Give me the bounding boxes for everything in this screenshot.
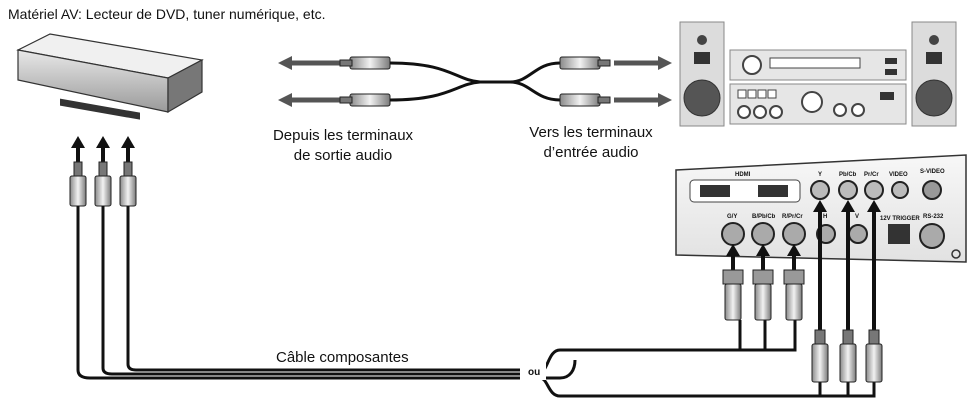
component-source-plugs — [69, 161, 137, 207]
rca-plugs — [811, 200, 883, 383]
bpb-label: B/Pb/Cb — [752, 214, 776, 220]
component-cable-label: Câble composantes — [276, 349, 409, 366]
pb-label: Pb/Cb — [839, 172, 857, 178]
hdmi-label: HDMI — [735, 172, 751, 178]
video-label: VIDEO — [889, 172, 908, 178]
rs232-label: RS-232 — [923, 214, 944, 220]
pr-label: Pr/Cr — [864, 172, 879, 178]
bnc-branch-cable — [539, 320, 797, 374]
v-label: V — [855, 214, 859, 220]
stereo-system-icon — [679, 21, 957, 127]
or-box — [520, 362, 546, 380]
audio-out-plugs — [339, 56, 391, 107]
h-label: H — [823, 214, 827, 220]
rpr-label: R/Pr/Cr — [782, 214, 803, 220]
trigger-label: 12V TRIGGER — [880, 216, 920, 222]
audio-in-arrows — [614, 56, 672, 107]
panel-labels: HDMI G/Y B/Pb/Cb R/Pr/Cr H V Y Pb/Cb Pr/… — [727, 169, 945, 222]
svideo-label: S-VIDEO — [920, 169, 945, 175]
gy-label: G/Y — [727, 214, 737, 220]
bnc-plugs — [722, 244, 805, 321]
audio-out-arrows — [278, 56, 340, 107]
component-out-arrows — [71, 136, 135, 162]
or-label: ou — [528, 367, 541, 378]
diagram-title: Matériel AV: Lecteur de DVD, tuner numér… — [8, 6, 326, 22]
y-label: Y — [818, 172, 822, 178]
audio-y-cable — [389, 61, 561, 102]
dvd-player-icon — [16, 33, 204, 120]
audio-in-plugs — [559, 56, 611, 107]
component-cable — [76, 206, 577, 380]
